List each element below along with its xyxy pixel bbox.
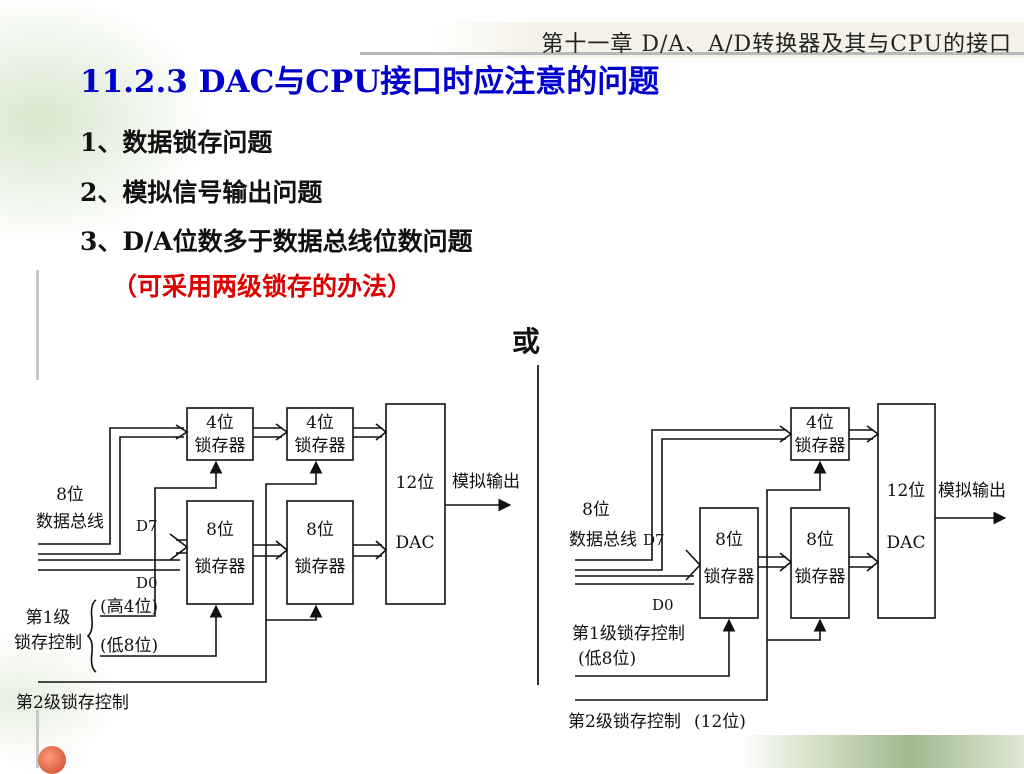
right-latch-8bit-b-subtitle: 锁存器 xyxy=(795,567,846,587)
left-latch-8bit-b xyxy=(286,500,354,605)
right-d0-label: D0 xyxy=(652,596,674,614)
right-latch-8bit-b-title: 8位 xyxy=(806,530,834,550)
right-ctrl1-sub: (低8位) xyxy=(578,649,636,669)
left-d7-label: D7 xyxy=(136,517,158,535)
list-item-3: 3、D/A位数多于数据总线位数问题 xyxy=(80,227,473,256)
right-latch-4bit-title: 4位 xyxy=(806,413,834,433)
left-latch-8bit-a-subtitle: 锁存器 xyxy=(195,557,246,577)
right-latch-8bit-a-subtitle: 锁存器 xyxy=(704,567,755,587)
left-ctrl1-high: (高4位) xyxy=(100,597,158,617)
left-latch-8bit-b-subtitle: 锁存器 xyxy=(295,557,346,577)
left-dac xyxy=(385,403,446,605)
left-ctrl1-label-2: 锁存控制 xyxy=(14,633,82,653)
left-latch-8bit-a-title: 8位 xyxy=(206,520,234,540)
left-latch-4bit-b xyxy=(286,407,354,461)
left-dac-bits: 12位 xyxy=(396,473,435,493)
right-bus-label-2: 数据总线 xyxy=(569,530,637,550)
left-ctrl1-label-1: 第1级 xyxy=(26,608,71,628)
decor-branches xyxy=(740,735,1024,768)
left-diagram xyxy=(38,403,512,683)
section-heading: 11.2.3 DAC与CPU接口时应注意的问题 xyxy=(80,64,660,100)
right-ctrl2-sub: (12位) xyxy=(694,712,746,732)
left-latch-4bit-a-title: 4位 xyxy=(206,413,234,433)
left-diagram-text: 4位 锁存器 4位 锁存器 8位 锁存器 8位 锁存器 12位 DAC 模拟输出… xyxy=(14,413,520,713)
right-d7-label: D7 xyxy=(643,531,665,549)
right-latch-8bit-b xyxy=(790,507,850,619)
header-rule xyxy=(360,52,1024,55)
list-item-1: 1、数据锁存问题 xyxy=(80,128,273,157)
right-latch-8bit-a-title: 8位 xyxy=(715,530,743,550)
left-latch-4bit-b-title: 4位 xyxy=(306,413,334,433)
latch-method-note: （可采用两级锁存的办法） xyxy=(112,272,413,301)
diagram-divider xyxy=(537,365,539,685)
or-label: 或 xyxy=(512,325,541,358)
right-bus-label-1: 8位 xyxy=(582,500,610,520)
right-ctrl2-label: 第2级锁存控制 xyxy=(568,712,681,732)
right-latch-8bit-a xyxy=(699,507,759,619)
left-latch-4bit-b-subtitle: 锁存器 xyxy=(295,436,346,456)
right-diagram-text: 4位 锁存器 8位 锁存器 8位 锁存器 12位 DAC 模拟输出 8位 数据总… xyxy=(568,413,1006,732)
left-bus-label-2: 数据总线 xyxy=(36,512,104,532)
right-diagram xyxy=(575,403,1007,701)
right-dac-name: DAC xyxy=(887,533,926,553)
left-d0-label: D0 xyxy=(136,574,158,592)
decor-bar xyxy=(36,270,39,380)
right-latch-4bit-subtitle: 锁存器 xyxy=(795,436,846,456)
chapter-title: 第十一章 D/A、A/D转换器及其与CPU的接口 xyxy=(541,32,1012,57)
right-ctrl1-label: 第1级锁存控制 xyxy=(572,624,685,644)
left-latch-8bit-a xyxy=(186,500,254,605)
left-dac-name: DAC xyxy=(396,533,435,553)
left-bus-label-1: 8位 xyxy=(56,485,84,505)
left-ctrl2-label: 第2级锁存控制 xyxy=(16,693,129,713)
list-item-2: 2、模拟信号输出问题 xyxy=(80,178,323,207)
left-ctrl1-low: (低8位) xyxy=(100,636,158,656)
left-latch-8bit-b-title: 8位 xyxy=(306,520,334,540)
right-dac-bits: 12位 xyxy=(887,481,926,501)
left-latch-4bit-a-subtitle: 锁存器 xyxy=(195,436,246,456)
left-latch-4bit-a xyxy=(186,407,254,461)
right-output-label: 模拟输出 xyxy=(938,481,1006,501)
left-output-label: 模拟输出 xyxy=(452,472,520,492)
decor-bar-bottom xyxy=(36,710,39,768)
right-dac xyxy=(877,403,936,619)
